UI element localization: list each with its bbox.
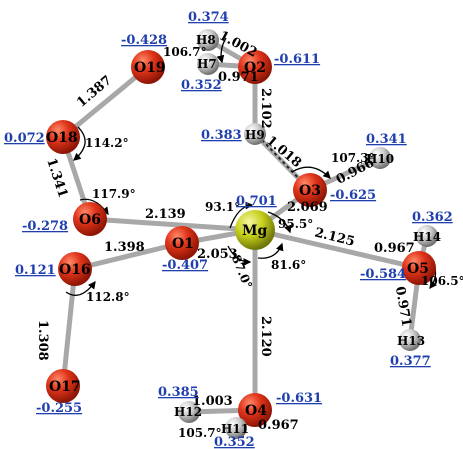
label-h9: H9 [245,128,265,142]
bond-length-o4-h11: 0.967 [258,418,299,433]
bond-length-o4-h12: 1.003 [192,394,233,409]
angle-arc-o3 [291,166,331,179]
label-h7: H7 [197,57,217,71]
label-o5: O5 [407,261,429,277]
bond-length-o19-o18: 1.387 [74,73,115,111]
hbond-o3-h9 [261,139,306,186]
atom-o18 [46,120,80,154]
bond-length-o1-mg: 2.053 [197,247,238,262]
charge-h14: 0.362 [412,210,453,225]
angle-arc-o16 [65,280,96,296]
atom-o1 [165,226,199,260]
angle-o4: 105.7° [178,426,222,440]
atom-h8 [197,29,219,51]
angle-arc-mg-o1 [227,245,252,266]
atom-o19 [131,50,165,84]
charge-o17: -0.255 [36,401,82,416]
atom-o3 [293,173,327,207]
label-h8: H8 [196,33,216,47]
atom-o2 [238,50,272,84]
atom-h9 [244,123,266,145]
atom-h13 [399,329,421,351]
label-o4: O4 [245,403,267,419]
atom-h14 [416,225,438,247]
bond-length-o5-h13: 0.971 [392,285,414,328]
charge-h7: 0.352 [181,78,222,93]
angle-arc-o18 [73,126,86,161]
angle-arc-o2-h [216,37,227,64]
atom-h10 [369,147,391,169]
bond-length-o16-o17: 1.308 [35,320,50,361]
label-mg: Mg [242,223,267,239]
label-h10: H10 [366,152,394,166]
charge-o6: -0.278 [22,219,68,234]
angle-arc-mg-bottom [257,242,284,259]
angle-o18: 114.2° [85,136,129,150]
angle-mg-bottom: 81.6° [271,258,306,272]
label-h14: H14 [413,230,441,244]
angle-o5: 106.5° [421,274,463,288]
bond-length-o6-mg: 2.139 [145,207,186,222]
bond-mg-o5 [252,227,422,271]
charge-o16: 0.121 [15,263,56,278]
charge-h12: 0.385 [158,385,199,400]
angle-o3: 107.3° [331,151,375,165]
atom-o6 [73,202,107,236]
atom-h12 [178,401,200,423]
angle-arc-mg-o3 [267,211,292,234]
atom-o5 [402,251,436,285]
bond-o19-o18 [60,64,151,140]
bond-length-o2-h9: 2.102 [258,88,273,129]
charge-mg: 0.701 [236,194,277,209]
charge-h13: 0.377 [390,354,431,369]
label-o2: O2 [244,60,266,76]
bond-o16-o1 [72,240,185,272]
atom-h11 [225,417,247,439]
label-o1: O1 [172,236,194,252]
charge-o5: -0.584 [360,267,406,282]
charge-h10: 0.341 [366,132,407,147]
atom-o4 [238,393,272,427]
bond-length-o16-o1: 1.398 [104,240,145,255]
label-o16: O16 [59,262,91,278]
charge-o4: -0.631 [276,391,322,406]
label-o18: O18 [46,130,78,146]
bond-length-mg-o4: 2.120 [258,316,273,357]
label-o3: O3 [299,183,321,199]
label-h13: H13 [397,334,425,348]
bond-length-o18-o6: 1.341 [43,156,70,199]
label-h12: H12 [174,405,202,419]
label-h11: H11 [221,422,249,436]
charge-o18: 0.072 [4,131,45,146]
bond-o16-o17 [60,266,78,389]
atom-o17 [46,369,80,403]
angle-mg-top: 93.1° [205,200,240,214]
angle-mg-o3: 95.5° [278,217,313,231]
angle-o16: 112.8° [86,290,130,304]
atom-mg [235,210,275,250]
atom-h7 [197,53,219,75]
label-o19: O19 [134,60,166,76]
angle-mg-o1: 87.0° [229,253,255,291]
charge-o19: -0.428 [121,33,167,48]
angle-arc-o6 [79,198,109,216]
charge-o3: -0.625 [330,188,376,203]
bond-o6-mg [87,216,258,233]
angle-o6: 117.9° [92,187,136,201]
label-o6: O6 [79,212,101,228]
label-o17: O17 [49,379,81,395]
angle-o2-h8-h7: 106.7° [163,45,207,59]
charge-h8: 0.374 [188,10,229,25]
charge-o1: -0.407 [162,258,208,273]
charge-h11: 0.352 [214,435,255,449]
bond-length-o2-h7: 0.971 [218,70,259,85]
atom-o16 [58,252,92,286]
charge-o2: -0.611 [274,52,320,67]
bond-length-o3-mg: 2.069 [287,200,328,215]
bond-length-o5-h14: 0.967 [374,241,415,256]
charge-h9: 0.383 [201,128,242,143]
angle-arc-mg-top [229,201,254,229]
